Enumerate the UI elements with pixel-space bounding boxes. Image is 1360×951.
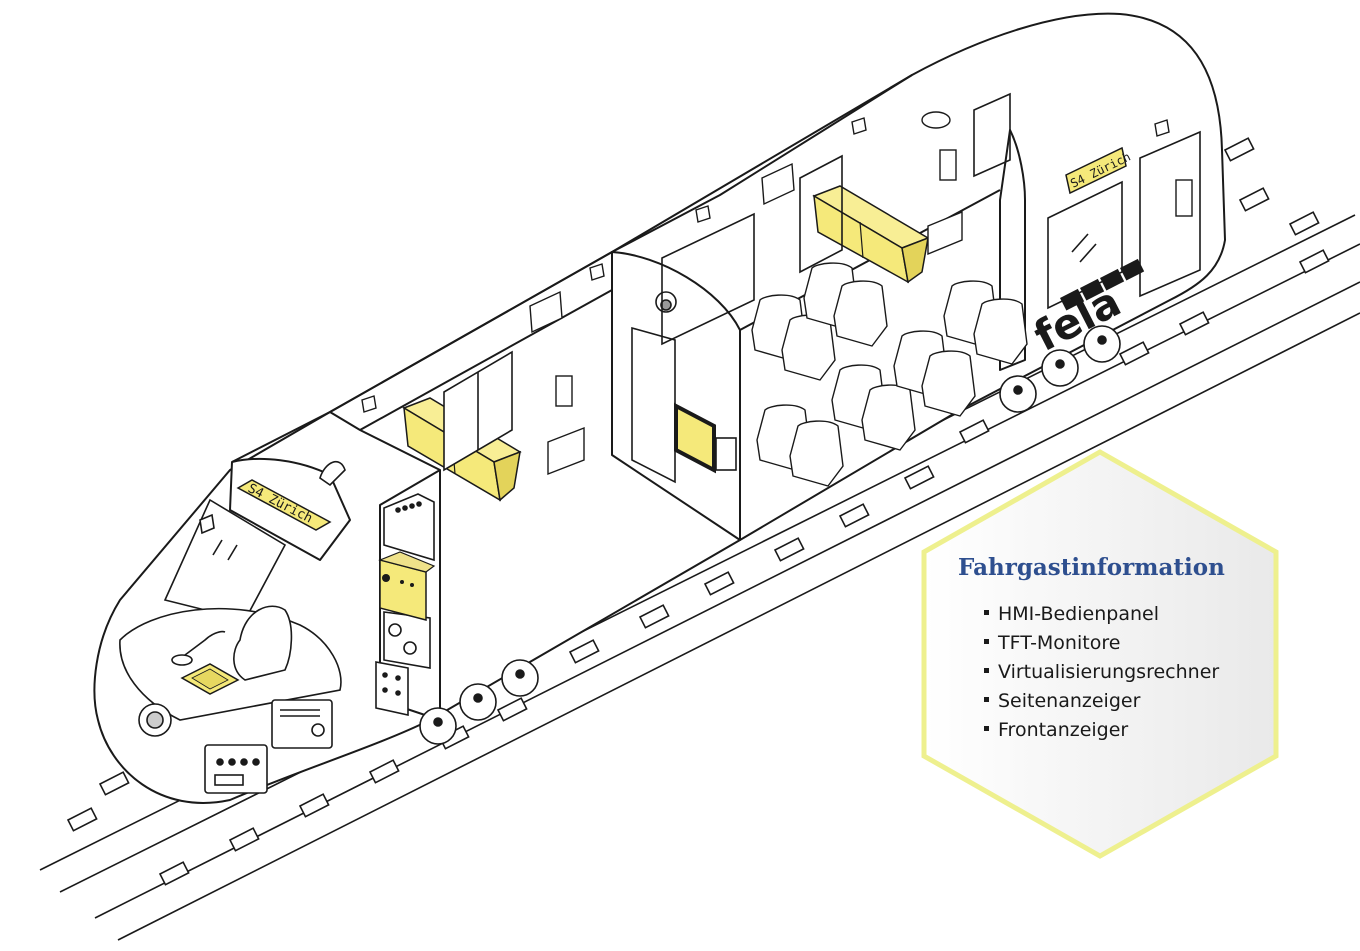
speaker-icon [851, 117, 867, 135]
legend-item-label: Frontanzeiger [998, 719, 1129, 741]
side-windows [443, 92, 1201, 472]
legend-item: Seitenanzeiger [984, 687, 1219, 716]
passenger-info-display-highlight [674, 402, 716, 474]
legend-item: TFT-Monitore [984, 629, 1219, 658]
seat-icon [781, 314, 836, 381]
seat-icon [861, 384, 916, 451]
legend-item: Frontanzeiger [984, 716, 1219, 745]
hmi-panel-highlight [180, 663, 240, 695]
speaker-icon [589, 263, 605, 281]
virtualization-computer-highlight [378, 551, 436, 621]
radio-unit [271, 699, 333, 749]
bullet-icon [984, 726, 989, 731]
bullet-icon [984, 668, 989, 673]
legend-item-label: HMI-Bedienpanel [998, 603, 1159, 625]
legend-item-label: Virtualisierungsrechner [998, 661, 1220, 683]
bogie-wheels [419, 325, 1121, 745]
camera-icon [921, 111, 951, 129]
speaker-icon [695, 205, 711, 223]
speaker-icon [361, 395, 377, 413]
legend-item: Virtualisierungsrechner [984, 658, 1219, 687]
legend-item-label: TFT-Monitore [998, 632, 1121, 654]
passenger-seats [751, 262, 1028, 487]
seat-icon [789, 420, 844, 487]
legend-title: Fahrgastinformation [958, 554, 1225, 581]
seat-icon [973, 298, 1028, 365]
legend-item: HMI-Bedienpanel [984, 600, 1219, 629]
bullet-icon [984, 697, 989, 702]
cab-area [119, 460, 346, 794]
bullet-icon [984, 610, 989, 615]
railway-track [39, 137, 1360, 941]
speaker-icon [1154, 119, 1170, 137]
seat-icon [921, 350, 976, 417]
legend-panel: Fahrgastinformation HMI-Bedienpanel TFT-… [920, 448, 1280, 860]
middle-partition-details [631, 291, 737, 484]
track-sleepers [66, 137, 1330, 886]
bullet-icon [984, 639, 989, 644]
hexagon-shape [921, 449, 1279, 859]
seat-icon [833, 280, 888, 347]
interior-devices [361, 111, 1193, 476]
speaker-icon [199, 513, 215, 535]
legend-list: HMI-Bedienpanel TFT-Monitore Virtualisie… [984, 600, 1219, 745]
legend-item-label: Seitenanzeiger [998, 690, 1141, 712]
driver-seat-icon [233, 605, 293, 681]
equipment-rack [375, 493, 435, 716]
